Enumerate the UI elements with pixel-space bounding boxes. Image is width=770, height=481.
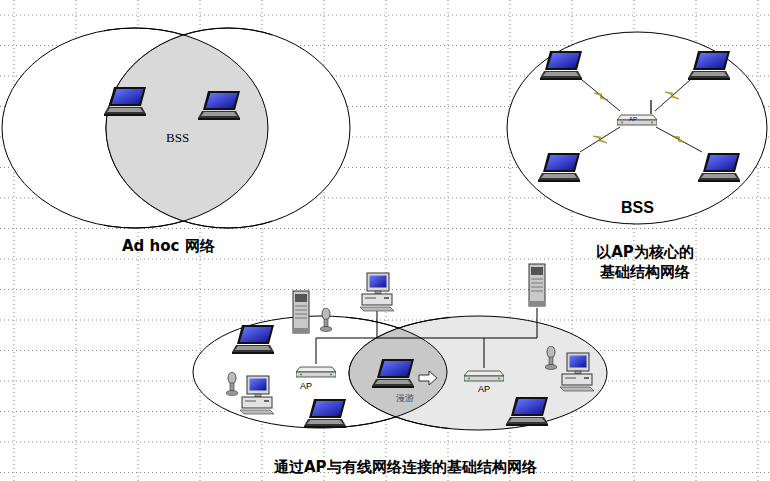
antenna-adapter-icon bbox=[320, 308, 332, 332]
device-label: AP bbox=[629, 116, 637, 122]
wired-link bbox=[377, 311, 378, 338]
lightning-bolt bbox=[665, 92, 679, 99]
ellipse-outline bbox=[349, 316, 450, 430]
grid-line bbox=[0, 228, 770, 229]
desktop-icon bbox=[360, 273, 394, 311]
roaming-label: 漫游 bbox=[396, 392, 414, 405]
laptop-icon bbox=[304, 399, 346, 428]
laptop-icon bbox=[104, 87, 146, 116]
lightning-bolt bbox=[594, 93, 608, 100]
roaming-arrow bbox=[419, 371, 437, 385]
ap-label: AP bbox=[300, 381, 312, 391]
laptop-icon bbox=[538, 153, 580, 182]
grid-line bbox=[0, 15, 770, 16]
laptop-icon bbox=[506, 397, 548, 426]
laptop-icon bbox=[698, 153, 740, 182]
laptop-icon bbox=[198, 91, 240, 120]
server-icon bbox=[529, 264, 545, 306]
wired-backbone bbox=[316, 338, 537, 339]
wired-link bbox=[484, 338, 485, 368]
grid-line bbox=[758, 0, 759, 481]
antenna bbox=[650, 100, 652, 114]
bss-overlap: BSS bbox=[104, 24, 272, 232]
ap-label: AP bbox=[478, 384, 490, 394]
lightning-bolt bbox=[672, 136, 686, 143]
wireless-link bbox=[655, 80, 690, 111]
server-icon bbox=[293, 291, 309, 333]
ellipse-outline bbox=[507, 32, 767, 224]
ellipse-outline bbox=[106, 28, 272, 228]
bss-label: BSS bbox=[621, 199, 654, 217]
caption: 通过AP与有线网络连接的基础结构网络 bbox=[274, 457, 537, 477]
laptop-icon bbox=[232, 325, 274, 354]
overlap-fill bbox=[349, 316, 450, 430]
wired-link bbox=[316, 338, 317, 364]
coverage-ellipse bbox=[349, 316, 607, 430]
caption: 以AP为核心的 基础结构网络 bbox=[589, 242, 701, 282]
access-point-icon bbox=[296, 367, 336, 377]
wireless-link bbox=[580, 127, 620, 152]
caption: Ad hoc 网络 bbox=[122, 236, 215, 256]
overlap-fill bbox=[106, 28, 272, 228]
ellipse-outline bbox=[346, 316, 447, 428]
access-point-icon bbox=[617, 115, 657, 125]
wired-link bbox=[537, 308, 538, 338]
grid-line bbox=[0, 320, 770, 321]
access-point-icon bbox=[464, 371, 504, 381]
antenna-adapter-icon bbox=[545, 346, 557, 370]
region-outline bbox=[104, 24, 272, 232]
wireless-link bbox=[656, 127, 702, 152]
ellipse-outline bbox=[104, 28, 268, 228]
lightning-bolt bbox=[593, 136, 607, 143]
grid-line bbox=[0, 442, 770, 443]
region-outline bbox=[505, 30, 769, 226]
antenna-adapter-icon bbox=[226, 372, 238, 396]
desktop-icon bbox=[560, 353, 594, 391]
bss-ellipse: BSS bbox=[505, 30, 769, 226]
wireless-link bbox=[582, 80, 620, 111]
grid-line bbox=[14, 0, 15, 481]
roaming-laptop-icon bbox=[372, 359, 414, 388]
coverage-ellipse bbox=[106, 28, 350, 228]
desktop-icon bbox=[240, 376, 274, 414]
laptop-icon bbox=[688, 51, 730, 80]
laptop-icon bbox=[540, 51, 582, 80]
bss-label: BSS bbox=[166, 130, 189, 146]
